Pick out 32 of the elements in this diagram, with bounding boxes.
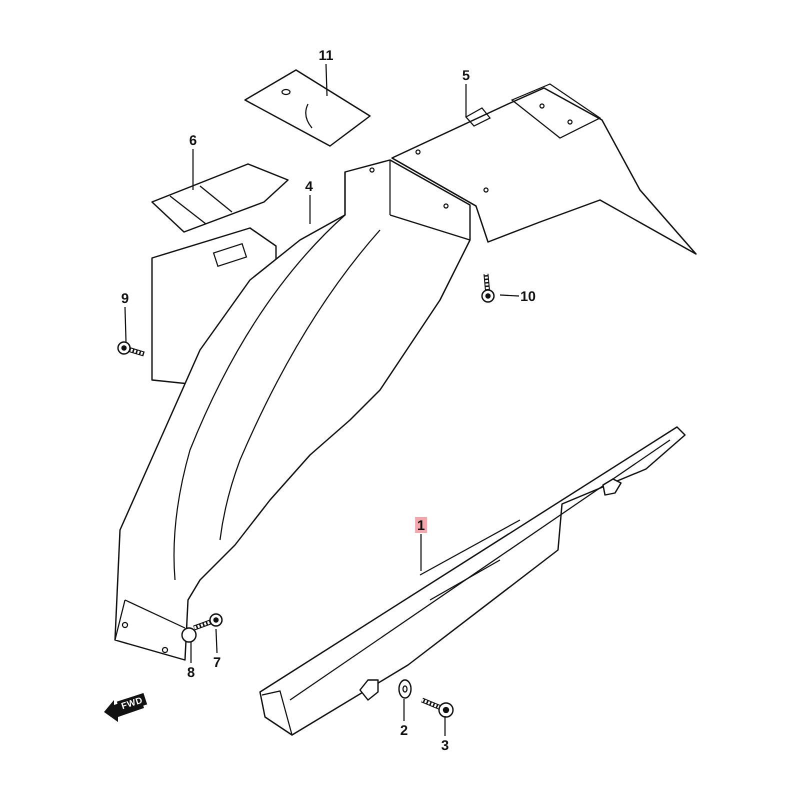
- callout-number: 5: [460, 67, 472, 83]
- leader-line: [124, 306, 127, 342]
- leader-line: [190, 642, 192, 663]
- callout-number: 3: [439, 737, 451, 753]
- callout-number: 11: [316, 47, 336, 63]
- leader-line: [444, 716, 446, 736]
- nut-drawing: [181, 627, 197, 643]
- callout-number: 8: [185, 664, 197, 680]
- callout-number: 9: [119, 290, 131, 306]
- washer-drawing: [398, 679, 412, 699]
- leader-line: [420, 534, 422, 571]
- callout-number: 4: [303, 178, 315, 194]
- seat-plate-drawing: [244, 69, 371, 147]
- leader-line: [192, 149, 194, 190]
- leader-line: [325, 64, 328, 96]
- leader-line: [403, 699, 405, 721]
- bolt-drawing: [117, 341, 145, 356]
- leader-line: [215, 628, 218, 654]
- callout-number: 10: [518, 288, 538, 304]
- bolt-drawing: [193, 613, 223, 630]
- leader-line: [465, 84, 467, 117]
- bracket-plate-drawing: [151, 163, 289, 233]
- callout-number: 1: [415, 517, 427, 533]
- callout-number: 6: [187, 132, 199, 148]
- callout-number: 2: [398, 722, 410, 738]
- leader-line: [500, 294, 520, 297]
- leader-line: [309, 195, 311, 224]
- rear-fender-drawing: [391, 83, 697, 255]
- callout-number: 7: [211, 654, 223, 670]
- bolt-drawing: [421, 698, 454, 718]
- bolt-drawing: [481, 274, 495, 303]
- chain-case-drawing: [259, 426, 686, 736]
